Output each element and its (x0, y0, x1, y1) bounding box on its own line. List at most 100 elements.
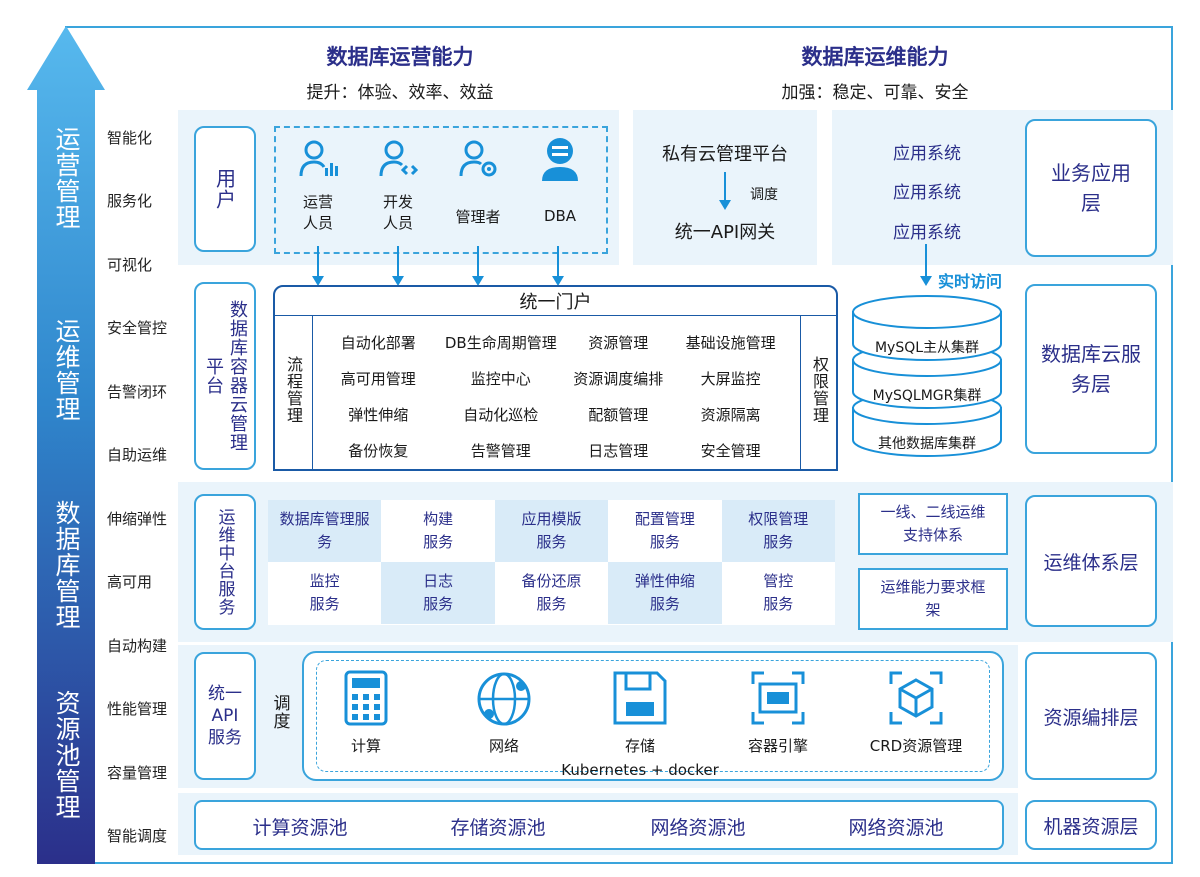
resource-pool-frame (194, 800, 1004, 850)
portal-function: 自动化巡检 (463, 405, 539, 424)
layer-resource-orchestration: 资源编排层 (1025, 652, 1157, 780)
portal-function: 资源调度编排 (573, 369, 664, 388)
app-system: 应用系统 (893, 182, 961, 203)
row4-dispatch-label: 调度 (269, 694, 290, 730)
service-cell: 日志服务 (381, 562, 495, 624)
app-system: 应用系统 (893, 143, 961, 164)
dispatch-arrow-icon (717, 172, 733, 212)
role-manager: 管理者 (455, 207, 501, 226)
service-cell: 构建服务 (423, 510, 454, 551)
resource-container-engine: 容器引擎 (747, 736, 808, 755)
user-roles-group (274, 126, 608, 254)
portal-function: 资源管理 (588, 333, 649, 352)
portal-function-grid: 自动化部署 DB生命周期管理 资源管理 基础设施管理 高可用管理 监控中心 资源… (322, 324, 792, 468)
cluster-other: 其他数据库集群 (878, 436, 976, 452)
maint-capability-goal: 加强：稳定、可靠、安全 (781, 82, 969, 103)
unified-portal-title: 统一门户 (519, 292, 592, 313)
role-to-portal-arrows (300, 246, 580, 288)
unified-api-service: 统一API服务 (194, 652, 256, 780)
portal-function: 资源隔离 (700, 405, 761, 424)
ops-capability-title: 数据库运营能力 (326, 45, 474, 69)
dispatch-label: 调度 (750, 187, 778, 203)
portal-function: 大屏监控 (700, 369, 761, 388)
api-gateway: 统一API网关 (674, 222, 776, 243)
resource-crd: CRD资源管理 (869, 736, 963, 755)
axis-item: 自助运维 (107, 446, 168, 464)
resource-compute: 计算 (350, 736, 381, 755)
private-cloud-platform: 私有云管理平台 (662, 144, 788, 165)
service-cell: 监控服务 (309, 572, 340, 613)
developer-icon (377, 138, 419, 180)
role-dba: DBA (543, 207, 577, 225)
portal-function: 配额管理 (588, 405, 649, 424)
crd-resource-icon (888, 670, 944, 726)
middle-platform-label-box (194, 494, 256, 630)
portal-left-divider (312, 315, 313, 470)
service-cell: 应用模版服务 (494, 500, 609, 562)
axis-item: 安全管控 (107, 319, 168, 337)
axis-item: 伸缩弹性 (107, 510, 168, 528)
resource-network: 网络 (488, 736, 519, 755)
axis-item: 容量管理 (107, 764, 168, 782)
axis-item: 服务化 (107, 192, 153, 210)
layer-business-app: 业务应用层 (1025, 119, 1157, 257)
axis-item: 智能化 (107, 129, 153, 147)
user-label: 用户 (194, 126, 256, 252)
realtime-access-arrow (918, 244, 934, 288)
resource-inner-frame (316, 660, 990, 772)
pool-network: 网络资源池 (650, 816, 746, 839)
service-cell: 数据库管理服务 (268, 500, 382, 562)
storage-icon (612, 670, 668, 726)
portal-function: 备份恢复 (348, 441, 409, 460)
process-management: 流程管理 (284, 356, 303, 424)
axis-item: 自动构建 (107, 637, 168, 655)
pool-compute: 计算资源池 (252, 816, 348, 839)
portal-function: 基础设施管理 (685, 333, 776, 352)
ops-capability-goal: 提升：体验、效率、效益 (306, 82, 494, 103)
manager-icon (457, 138, 499, 180)
service-grid: 数据库管理服务 构建服务 应用模版服务 配置管理服务 权限管理服务 监控服务 日… (268, 500, 835, 625)
service-cell: 备份还原服务 (521, 572, 582, 613)
axis-item: 智能调度 (107, 827, 168, 845)
category-pool: 资源池管理 (52, 690, 81, 820)
network-icon (475, 670, 533, 728)
container-cloud-label: 数据库容器云管理平台 (203, 300, 248, 452)
service-cell: 管控服务 (763, 572, 794, 613)
axis-item: 高可用 (107, 573, 153, 591)
axis-item: 可视化 (107, 256, 153, 274)
compute-icon (344, 670, 388, 726)
axis-item: 告警闭环 (107, 383, 168, 401)
container-engine-icon (750, 670, 806, 726)
service-cell: 配置管理服务 (634, 510, 695, 551)
cluster-mysql-master-slave: MySQL主从集群 (874, 340, 980, 356)
realtime-access-label: 实时访问 (938, 272, 1003, 291)
portal-function: 日志管理 (588, 441, 649, 460)
middle-platform-label: 运维中台服务 (214, 508, 235, 616)
service-cell: 权限管理服务 (721, 500, 835, 562)
maint-capability-title: 数据库运维能力 (801, 45, 949, 69)
portal-function: 弹性伸缩 (348, 405, 409, 424)
portal-function: 自动化部署 (340, 333, 416, 352)
service-cell: 弹性伸缩服务 (608, 562, 722, 624)
portal-right-divider (800, 315, 801, 470)
portal-function: 告警管理 (470, 441, 531, 460)
app-system: 应用系统 (893, 222, 961, 243)
role-developer: 开发人员 (382, 193, 413, 232)
category-db: 数据库管理 (52, 500, 81, 630)
portal-function: 安全管理 (700, 441, 761, 460)
role-operator: 运营人员 (302, 193, 333, 232)
layer-ops-system: 运维体系层 (1025, 495, 1157, 627)
container-cloud-label-box (194, 282, 256, 470)
capability-framework: 运维能力要求框架 (858, 568, 1008, 630)
portal-frame (273, 285, 838, 471)
support-system: 一线、二线运维支持体系 (858, 493, 1008, 555)
operator-icon (297, 138, 339, 180)
dba-icon (538, 136, 582, 182)
category-maint: 运维管理 (52, 318, 81, 422)
permission-management: 权限管理 (810, 356, 829, 424)
axis-item: 性能管理 (107, 700, 168, 718)
portal-function: 监控中心 (470, 369, 531, 388)
cluster-mysql-mgr: MySQLMGR集群 (872, 388, 982, 404)
category-ops: 运营管理 (52, 126, 81, 230)
portal-function: DB生命周期管理 (444, 333, 557, 352)
